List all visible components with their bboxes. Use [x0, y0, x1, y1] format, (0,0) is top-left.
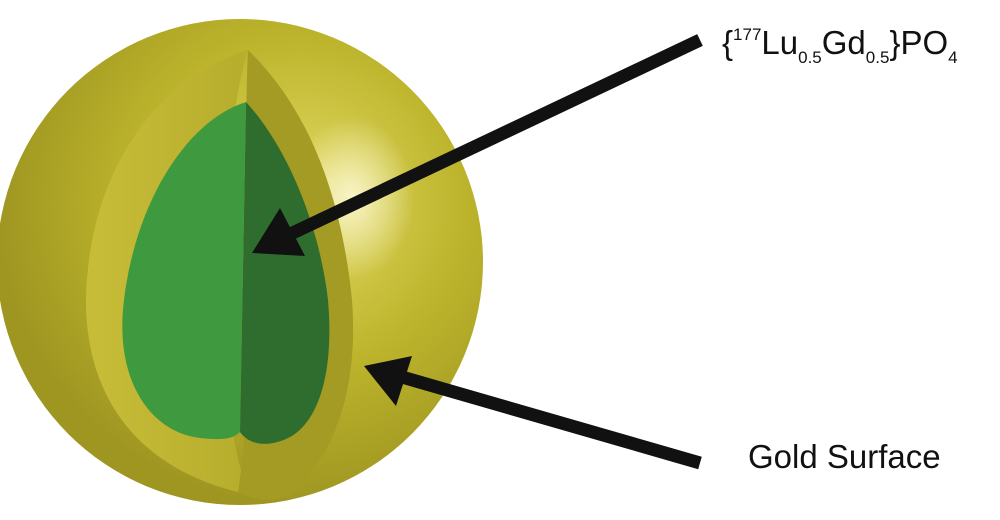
core-arrowhead — [252, 208, 305, 256]
core-label-anion-subscript: 4 — [948, 48, 958, 67]
shell-arrow-shaft — [393, 368, 702, 470]
core-label-open-brace: { — [722, 24, 734, 61]
core-arrow-shaft — [279, 34, 703, 244]
shell-arrowhead — [364, 356, 412, 406]
core-label-isotope-mass: 177 — [733, 25, 762, 44]
core-composition-label: {177Lu0.5Gd0.5}PO4 — [722, 26, 958, 66]
core-label-element1: Lu — [761, 24, 799, 61]
core-label-element1-fraction: 0.5 — [798, 48, 822, 67]
core-light-half — [122, 102, 246, 440]
core-label-element2-fraction: 0.5 — [865, 48, 890, 67]
core-dark-half — [240, 102, 330, 444]
core-label-anion: }PO — [889, 24, 949, 61]
gold-surface-label: Gold Surface — [748, 438, 941, 475]
core-label-element2: Gd — [821, 24, 866, 61]
